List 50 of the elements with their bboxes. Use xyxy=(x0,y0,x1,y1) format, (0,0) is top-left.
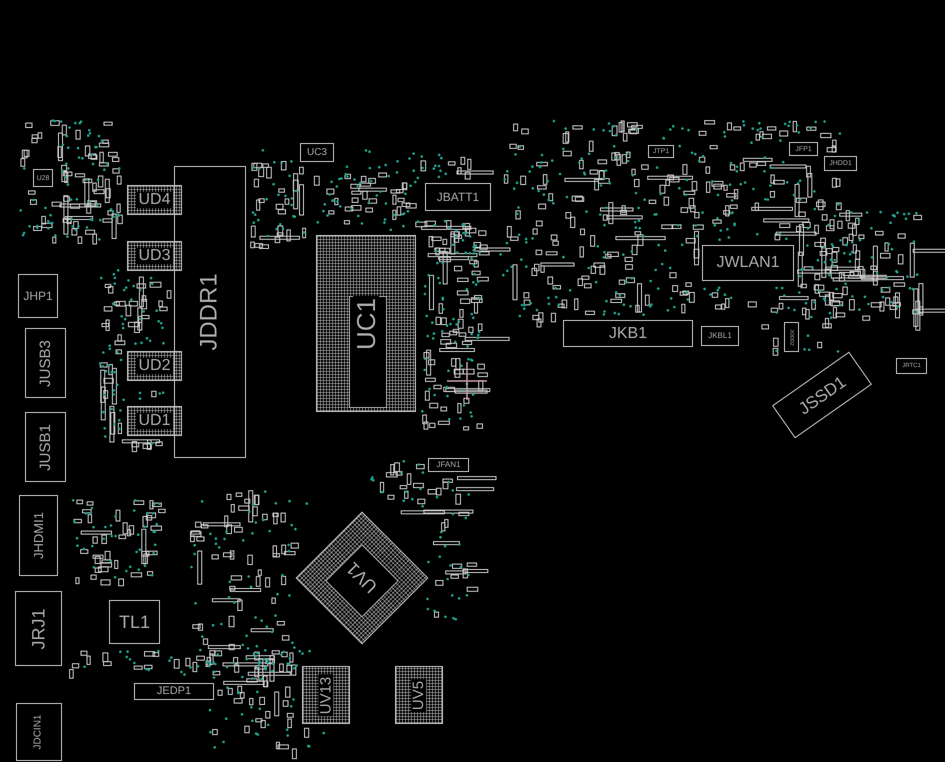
connector-footprint xyxy=(896,358,927,374)
chip-footprint xyxy=(316,235,416,412)
connector-footprint xyxy=(428,458,469,472)
reference-designator: UD1 xyxy=(136,413,172,429)
chip-footprint xyxy=(127,241,182,271)
reference-designator: JWLAN1 xyxy=(716,255,780,271)
connector-footprint xyxy=(702,245,794,281)
reference-designator: UD2 xyxy=(136,358,172,374)
reference-designator: TL1 xyxy=(118,613,150,631)
reference-designator: JUSB3 xyxy=(38,340,53,386)
connector-footprint xyxy=(15,591,62,666)
chip-footprint xyxy=(302,666,350,724)
connector-footprint xyxy=(648,145,674,158)
reference-designator: JKBL1 xyxy=(708,332,732,340)
reference-designator: UD3 xyxy=(136,248,172,264)
connector-footprint xyxy=(789,142,818,156)
connector-footprint xyxy=(109,600,160,644)
connector-footprint xyxy=(16,703,62,761)
reference-designator: UC3 xyxy=(306,148,327,158)
reference-designator: UD4 xyxy=(136,192,172,208)
reference-designator: JBATT1 xyxy=(436,191,480,203)
connector-footprint xyxy=(425,183,491,211)
reference-designator: JHDMI1 xyxy=(32,512,45,559)
connector-footprint xyxy=(701,326,739,346)
connector-footprint xyxy=(563,320,693,347)
connector-footprint xyxy=(19,495,58,576)
chip-footprint xyxy=(127,185,182,215)
reference-designator: JRJ1 xyxy=(30,608,48,649)
reference-designator: JDCIN1 xyxy=(34,714,44,750)
connector-footprint xyxy=(772,352,872,438)
connector-footprint xyxy=(784,322,799,352)
reference-designator: JUSB1 xyxy=(38,424,53,470)
reference-designator: JEDP1 xyxy=(156,686,192,697)
connector-footprint xyxy=(174,166,246,458)
connector-footprint xyxy=(33,169,53,187)
reference-designator: JDDR1 xyxy=(198,273,222,351)
connector-footprint xyxy=(134,683,214,700)
reference-designator: JHP1 xyxy=(23,290,53,302)
reference-designator: JFAN1 xyxy=(436,461,460,469)
connector-footprint xyxy=(824,156,857,171)
chip-footprint xyxy=(127,351,182,381)
chip-footprint xyxy=(127,406,182,436)
reference-designator: UV5 xyxy=(412,678,426,712)
reference-designator: JKB1 xyxy=(608,326,648,342)
connector-footprint xyxy=(25,412,66,482)
connector-footprint xyxy=(300,143,334,162)
connector-footprint xyxy=(18,274,58,318)
reference-designator: UV13 xyxy=(318,674,334,716)
connector-footprint xyxy=(25,328,66,398)
chip-footprint xyxy=(395,666,443,724)
